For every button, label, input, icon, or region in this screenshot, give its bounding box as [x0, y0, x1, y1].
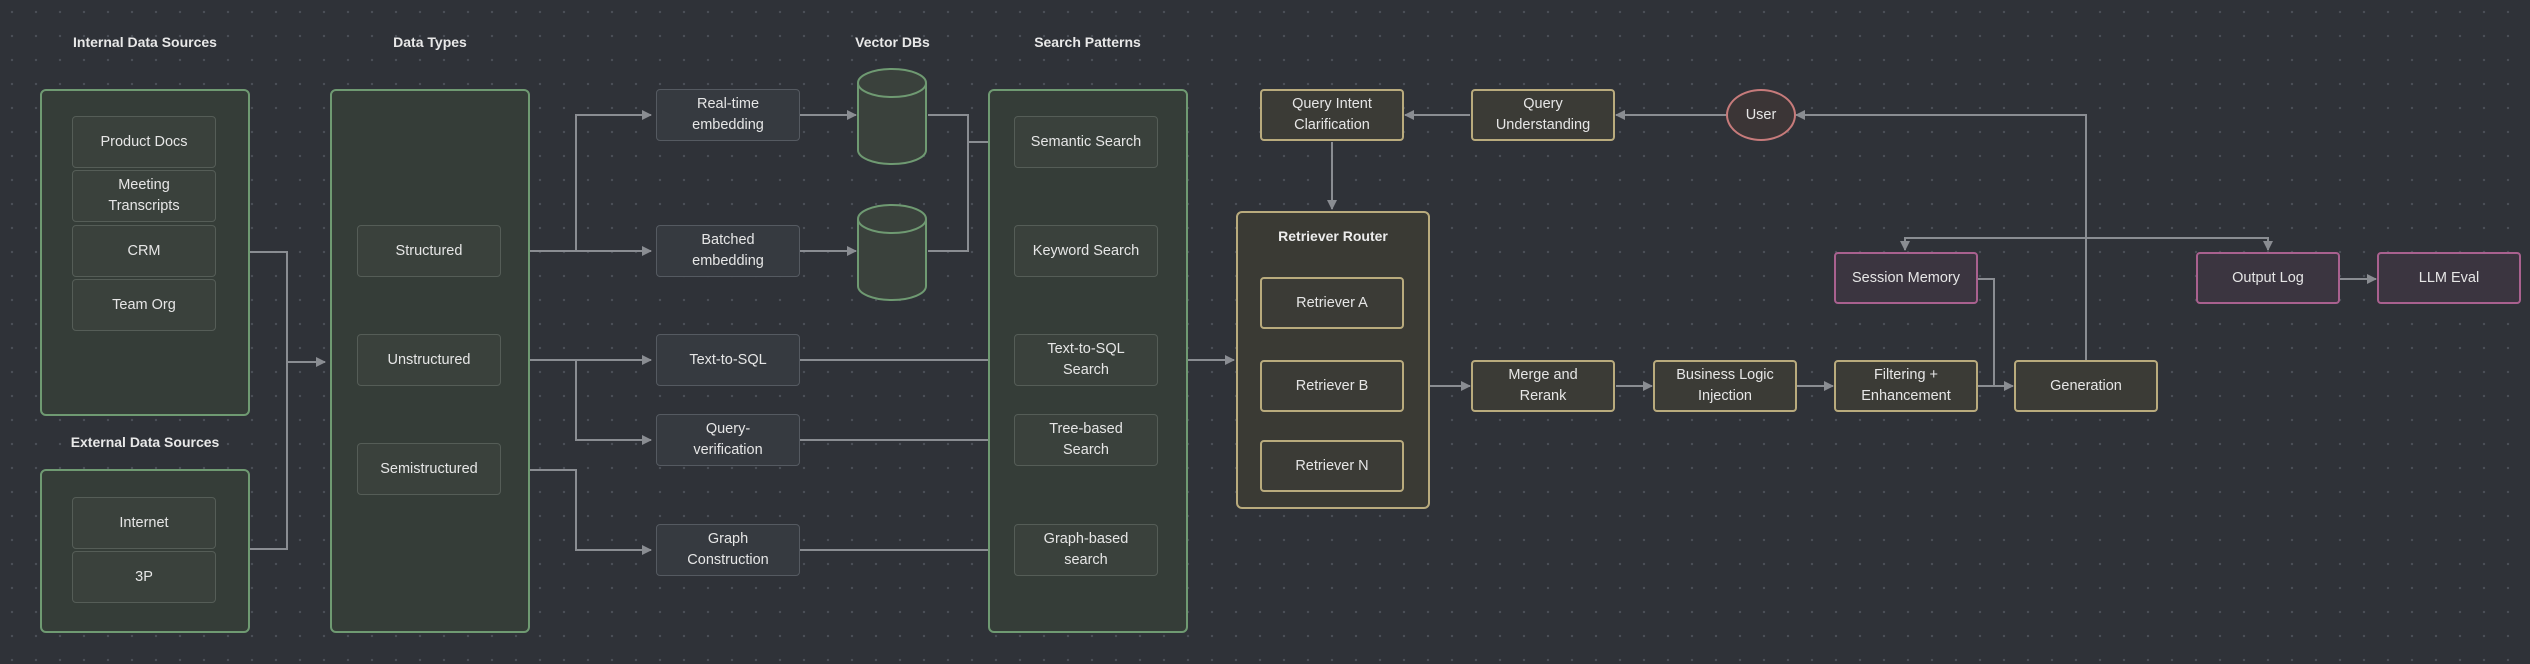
- node-label: Session Memory: [1852, 269, 1960, 286]
- batched-embedding-node[interactable]: Batched embedding: [656, 225, 800, 277]
- retriever-router-title: Retriever Router: [1278, 228, 1388, 244]
- retriever-label: Retriever N: [1295, 457, 1369, 474]
- query-verification-node[interactable]: Query- verification: [656, 414, 800, 466]
- node-label: LLM Eval: [2418, 269, 2480, 286]
- edge-internal-to-datatypes: [247, 251, 326, 367]
- source-label: Internet: [119, 514, 169, 531]
- query-intent-clarification-node[interactable]: Query Intent Clarification: [1260, 89, 1404, 141]
- search-semantic[interactable]: Semantic Search: [1014, 116, 1158, 168]
- node-label: Output Log: [2232, 269, 2304, 286]
- user-node[interactable]: User: [1726, 89, 1796, 141]
- filtering-enhancement-node[interactable]: Filtering + Enhancement: [1834, 360, 1978, 412]
- data-types-title: Data Types: [393, 34, 467, 50]
- node-label: Merge and Rerank: [1508, 367, 1578, 404]
- source-team-org[interactable]: Team Org: [72, 279, 216, 331]
- node-label: Filtering + Enhancement: [1861, 367, 1951, 404]
- search-label: Tree-based Search: [1049, 421, 1123, 458]
- retriever-label: Retriever B: [1295, 377, 1369, 394]
- search-label: Graph-based search: [1043, 531, 1129, 568]
- business-logic-node[interactable]: Business Logic Injection: [1653, 360, 1797, 412]
- edge-vdb1-to-search: [928, 114, 988, 143]
- source-label: 3P: [135, 568, 153, 585]
- vector-db-2-icon: [857, 204, 927, 301]
- edge-external-to-datatypes: [247, 362, 288, 550]
- retriever-b[interactable]: Retriever B: [1260, 360, 1404, 412]
- edge-generation-to-output-log: [2086, 237, 2273, 251]
- node-label: Generation: [2050, 377, 2122, 394]
- search-patterns-title: Search Patterns: [1034, 34, 1141, 50]
- source-label: Product Docs: [100, 133, 188, 150]
- edge-unstructured-to-query-verification: [575, 360, 652, 445]
- datatype-label: Semistructured: [380, 460, 478, 477]
- retriever-n[interactable]: Retriever N: [1260, 440, 1404, 492]
- datatype-structured[interactable]: Structured: [357, 225, 501, 277]
- search-graph-based[interactable]: Graph-based search: [1014, 524, 1158, 576]
- search-tree-based[interactable]: Tree-based Search: [1014, 414, 1158, 466]
- datatype-unstructured[interactable]: Unstructured: [357, 334, 501, 386]
- edge-generation-to-session-memory: [1900, 237, 2086, 251]
- edge-generation-to-user: [1795, 110, 2087, 360]
- source-crm[interactable]: CRM: [72, 225, 216, 277]
- realtime-embedding-node[interactable]: Real-time embedding: [656, 89, 800, 141]
- source-label: Team Org: [112, 296, 176, 313]
- graph-construction-node[interactable]: Graph Construction: [656, 524, 800, 576]
- edge-semistructured-to-graph: [528, 469, 652, 555]
- vector-dbs-title: Vector DBs: [855, 34, 930, 50]
- node-label: Query Understanding: [1495, 96, 1591, 133]
- source-product-docs[interactable]: Product Docs: [72, 116, 216, 168]
- node-label: Business Logic Injection: [1676, 367, 1774, 404]
- retriever-label: Retriever A: [1296, 294, 1368, 311]
- session-memory-node[interactable]: Session Memory: [1834, 252, 1978, 304]
- datatype-label: Structured: [395, 242, 463, 259]
- search-label: Semantic Search: [1030, 133, 1142, 150]
- search-keyword[interactable]: Keyword Search: [1014, 225, 1158, 277]
- vector-db-1-icon: [857, 68, 927, 165]
- source-3p[interactable]: 3P: [72, 551, 216, 603]
- text-to-sql-node[interactable]: Text-to-SQL: [656, 334, 800, 386]
- merge-rerank-node[interactable]: Merge and Rerank: [1471, 360, 1615, 412]
- node-label: Text-to-SQL: [689, 351, 767, 368]
- output-log-node[interactable]: Output Log: [2196, 252, 2340, 304]
- search-label: Keyword Search: [1032, 242, 1140, 259]
- datatype-label: Unstructured: [387, 351, 471, 368]
- edge-structured-to-realtime: [528, 110, 652, 252]
- source-internet[interactable]: Internet: [72, 497, 216, 549]
- source-meeting-transcripts[interactable]: Meeting Transcripts: [72, 170, 216, 222]
- node-label: Query- verification: [693, 421, 763, 458]
- query-understanding-node[interactable]: Query Understanding: [1471, 89, 1615, 141]
- edge-vdb2-to-search: [928, 142, 969, 252]
- external-sources-title: External Data Sources: [70, 434, 220, 450]
- search-text-to-sql[interactable]: Text-to-SQL Search: [1014, 334, 1158, 386]
- datatype-semistructured[interactable]: Semistructured: [357, 443, 501, 495]
- source-label: Meeting Transcripts: [108, 177, 180, 214]
- internal-sources-title: Internal Data Sources: [73, 34, 217, 50]
- source-label: CRM: [127, 242, 161, 259]
- generation-node[interactable]: Generation: [2014, 360, 2158, 412]
- node-label: Batched embedding: [692, 232, 764, 269]
- search-label: Text-to-SQL Search: [1047, 341, 1125, 378]
- node-label: Graph Construction: [687, 531, 769, 568]
- llm-eval-node[interactable]: LLM Eval: [2377, 252, 2521, 304]
- node-label: Real-time embedding: [692, 96, 764, 133]
- node-label: Query Intent Clarification: [1292, 96, 1372, 133]
- edge-session-to-generation: [1978, 278, 1995, 386]
- node-label: User: [1745, 106, 1777, 123]
- retriever-a[interactable]: Retriever A: [1260, 277, 1404, 329]
